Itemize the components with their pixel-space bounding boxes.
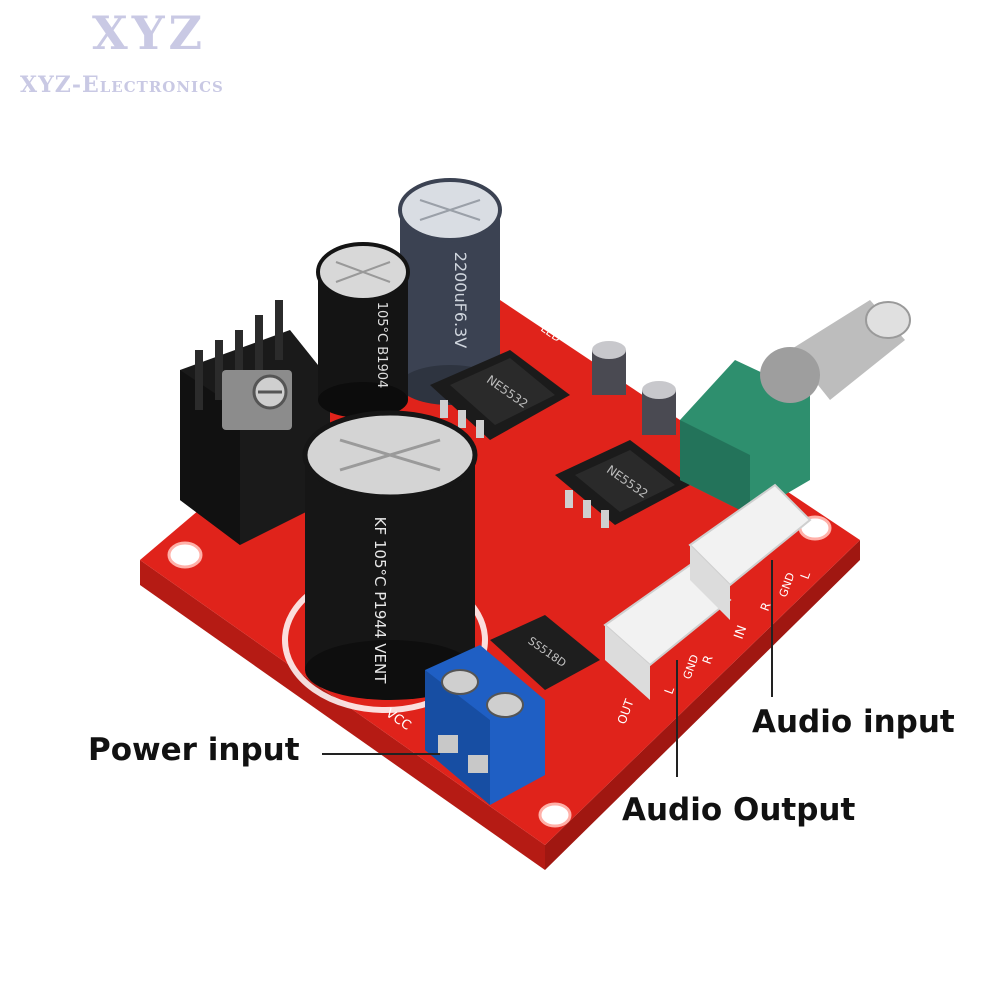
potentiometer-icon — [680, 300, 911, 515]
screw-terminal-icon — [425, 645, 545, 805]
pcb-edge-right — [545, 540, 860, 870]
brand-logo: XYZ — [92, 6, 207, 60]
silk-out-l: L — [662, 685, 678, 696]
capacitor-label: KF 105°C P1944 VENT — [371, 517, 389, 685]
mounting-hole — [167, 541, 203, 569]
mounting-hole — [538, 802, 572, 828]
capacitor-icon — [592, 341, 676, 435]
capacitor-label: 105°C B1904 — [374, 302, 389, 389]
ic-chip-icon: NE5532 — [430, 350, 570, 440]
capacitor-icon: KF 105°C P1944 VENT — [302, 410, 478, 700]
ic-chip-icon: SS518D — [490, 615, 600, 690]
silk-in: IN — [732, 623, 751, 641]
silk-in-l: L — [798, 570, 814, 581]
heatsink-icon — [180, 300, 330, 545]
brand-name: XYZ-Electronics — [20, 72, 224, 98]
power-input-label: Power input — [88, 732, 300, 768]
connector-icon — [688, 483, 812, 620]
ic-chip-icon: NE5532 — [555, 440, 690, 528]
audio-output-label: Audio Output — [622, 792, 856, 828]
audio-input-label: Audio input — [752, 704, 955, 740]
capacitor-label: 2200uF6.3V — [451, 252, 470, 349]
pcb-edge — [140, 560, 545, 870]
capacitor-icon: 105°C B1904 — [316, 242, 410, 418]
